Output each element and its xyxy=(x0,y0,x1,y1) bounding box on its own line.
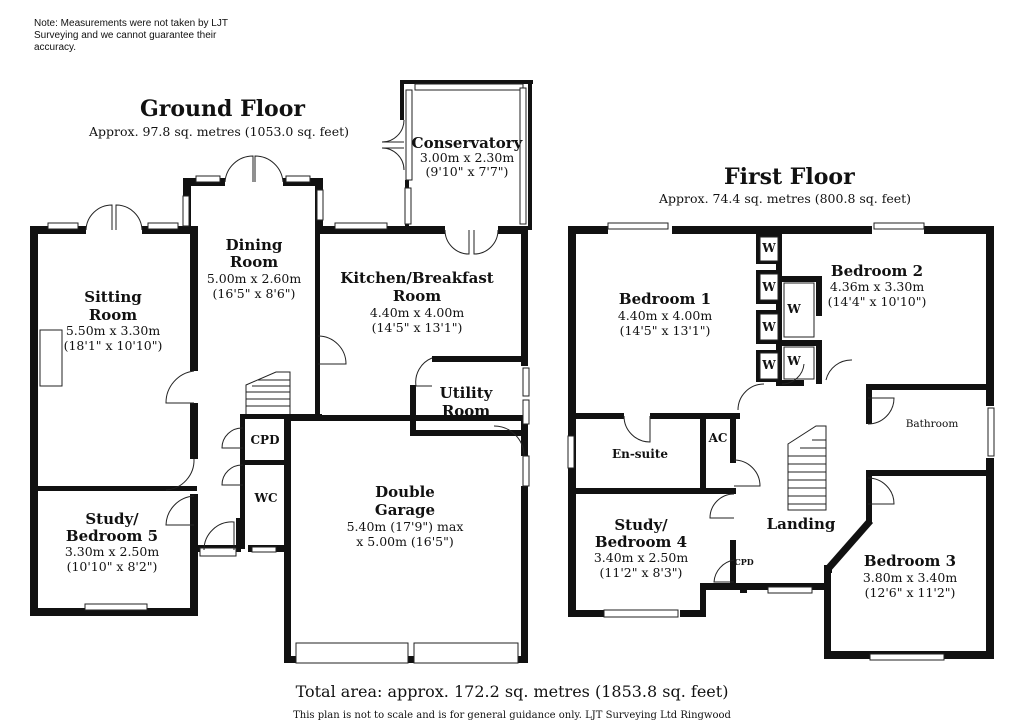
garage-dim-1: 5.40m (17'9") max xyxy=(347,519,464,534)
ground-floor-area: Approx. 97.8 sq. metres (1053.0 sq. feet… xyxy=(89,124,350,139)
wardrobe-label-4: W xyxy=(761,358,776,372)
garage-name-2: Garage xyxy=(375,501,435,519)
dining-room-name-1: Dining xyxy=(226,236,283,254)
wardrobe-label-6: W xyxy=(786,354,801,368)
first-floor-labels: Bedroom 1 4.40m x 4.00m (14'5" x 13'1") … xyxy=(594,241,959,600)
wc-label: WC xyxy=(253,491,277,505)
study5-name-1: Study/ xyxy=(85,510,139,528)
first-floor-area: Approx. 74.4 sq. metres (800.8 sq. feet) xyxy=(659,191,912,206)
dining-room-name-2: Room xyxy=(230,253,278,271)
bathroom-label: Bathroom xyxy=(906,418,959,430)
ground-cpd-label: CPD xyxy=(251,433,280,447)
bedroom1-dim-1: 4.40m x 4.00m xyxy=(618,308,713,323)
conservatory-dim-1: 3.00m x 2.30m xyxy=(420,150,515,165)
study4-dim-2: (11'2" x 8'3") xyxy=(600,565,683,580)
wardrobe-label-1: W xyxy=(761,241,776,255)
wardrobe-label-5: W xyxy=(786,302,801,316)
utility-room-name-2: Room xyxy=(442,402,490,420)
wardrobe-label-3: W xyxy=(761,320,776,334)
dining-room-dim-2: (16'5" x 8'6") xyxy=(213,286,296,301)
bedroom3-name: Bedroom 3 xyxy=(864,552,956,570)
ensuite-label: En-suite xyxy=(612,447,668,461)
total-area: Total area: approx. 172.2 sq. metres (18… xyxy=(295,682,729,701)
kitchen-name-1: Kitchen/Breakfast xyxy=(340,269,493,287)
bedroom2-dim-2: (14'4" x 10'10") xyxy=(828,294,927,309)
measurement-note: Note: Measurements were not taken by LJT… xyxy=(34,18,228,53)
ground-floor-title: Ground Floor xyxy=(140,96,305,122)
bedroom2-name: Bedroom 2 xyxy=(831,262,923,280)
bedroom3-dim-2: (12'6" x 11'2") xyxy=(865,585,956,600)
ground-floor-windows xyxy=(39,83,530,664)
bedroom3-dim-1: 3.80m x 3.40m xyxy=(863,570,958,585)
first-floor-doors xyxy=(623,359,895,583)
first-floor-windows xyxy=(567,222,995,661)
garage-name-1: Double xyxy=(375,483,435,501)
study4-name-2: Bedroom 4 xyxy=(595,533,687,551)
ground-floor-doors xyxy=(85,119,525,551)
sitting-room-name-1: Sitting xyxy=(84,288,142,306)
kitchen-dim-2: (14'5" x 13'1") xyxy=(372,320,463,335)
dining-room-dim-1: 5.00m x 2.60m xyxy=(207,271,302,286)
landing-label: Landing xyxy=(767,515,836,533)
study5-dim-1: 3.30m x 2.50m xyxy=(65,544,160,559)
first-cpd-label: CPD xyxy=(734,557,753,567)
study5-name-2: Bedroom 5 xyxy=(66,527,158,545)
sitting-room-dim-1: 5.50m x 3.30m xyxy=(66,323,161,338)
wardrobe-label-2: W xyxy=(761,280,776,294)
sitting-room-dim-2: (18'1" x 10'10") xyxy=(64,338,163,353)
utility-room-name-1: Utility xyxy=(440,384,494,402)
sitting-room-name-2: Room xyxy=(89,306,137,324)
ground-floor-labels: Sitting Room 5.50m x 3.30m (18'1" x 10'1… xyxy=(64,134,524,574)
bedroom1-dim-2: (14'5" x 13'1") xyxy=(620,323,711,338)
kitchen-dim-1: 4.40m x 4.00m xyxy=(370,305,465,320)
bedroom1-name: Bedroom 1 xyxy=(619,290,711,308)
ac-label: AC xyxy=(708,431,728,445)
kitchen-name-2: Room xyxy=(393,287,441,305)
bedroom2-dim-1: 4.36m x 3.30m xyxy=(830,279,925,294)
conservatory-name: Conservatory xyxy=(412,134,524,152)
study5-dim-2: (10'10" x 8'2") xyxy=(67,559,158,574)
disclaimer: This plan is not to scale and is for gen… xyxy=(293,710,731,721)
garage-dim-2: x 5.00m (16'5") xyxy=(356,534,453,549)
study4-dim-1: 3.40m x 2.50m xyxy=(594,550,689,565)
conservatory-dim-2: (9'10" x 7'7") xyxy=(426,164,509,179)
first-floor-title: First Floor xyxy=(724,164,855,190)
study4-name-1: Study/ xyxy=(614,516,668,534)
